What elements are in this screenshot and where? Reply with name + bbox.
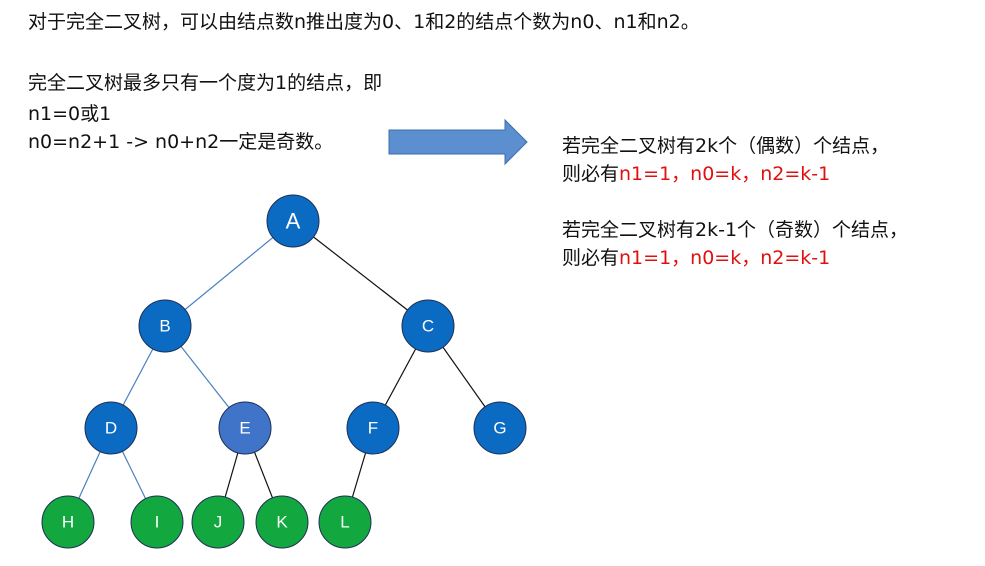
even-case-text: 若完全二叉树有2k个（偶数）个结点， [562, 135, 890, 157]
intro-text: 对于完全二叉树，可以由结点数n推出度为0、1和2的结点个数为n0、n1和n2。 [28, 11, 700, 33]
n0-formula: n0=n2+1 -> n0+n2一定是奇数。 [28, 131, 334, 153]
node-label: K [276, 513, 288, 532]
node-circle [401, 299, 455, 353]
right-arrow-shape [388, 118, 528, 166]
odd-case-prefix: 则必有 [562, 247, 620, 269]
tree-node-a: A [266, 194, 320, 248]
even-case-values: n1=1，n0=k，n2=k-1 [619, 163, 831, 185]
node-circle [84, 401, 138, 455]
node-circle [346, 401, 400, 455]
tree-node-g: G [473, 401, 527, 455]
node-circle [255, 495, 309, 549]
odd-case-text: 若完全二叉树有2k-1个（奇数）个结点， [562, 219, 909, 241]
node-label: B [159, 317, 170, 336]
node-circle [318, 495, 372, 549]
tree-node-d: D [84, 401, 138, 455]
tree-node-h: H [41, 495, 95, 549]
node-label: E [239, 419, 250, 438]
node-label: C [422, 317, 434, 336]
max-degree-one-text: 完全二叉树最多只有一个度为1的结点，即 [28, 72, 383, 94]
edge-a-c [292, 220, 429, 327]
odd-case-values: n1=1，n0=k，n2=k-1 [619, 247, 831, 269]
n1-formula: n1=0或1 [28, 103, 112, 125]
node-circle [41, 495, 95, 549]
node-label: L [340, 513, 349, 532]
tree-node-k: K [255, 495, 309, 549]
edge-a-b [164, 220, 294, 327]
node-label: I [155, 513, 160, 532]
node-circle [191, 495, 245, 549]
tree-edges [67, 220, 501, 523]
tree-node-c: C [401, 299, 455, 353]
node-label: G [493, 419, 506, 438]
odd-case-result: 则必有n1=1，n0=k，n2=k-1 [562, 246, 830, 270]
node-circle [138, 299, 192, 353]
node-label: H [62, 513, 74, 532]
tree-node-l: L [318, 495, 372, 549]
node-circle [266, 194, 320, 248]
tree-node-i: I [130, 495, 184, 549]
tree-node-b: B [138, 299, 192, 353]
node-circle [130, 495, 184, 549]
even-case-result: 则必有n1=1，n0=k，n2=k-1 [562, 162, 830, 186]
tree-node-f: F [346, 401, 400, 455]
tree-node-j: J [191, 495, 245, 549]
node-circle [218, 401, 272, 455]
node-label: D [105, 419, 117, 438]
node-label: A [286, 209, 301, 234]
even-case-prefix: 则必有 [562, 163, 620, 185]
node-label: J [214, 513, 223, 532]
node-circle [473, 401, 527, 455]
tree-nodes: A B C D E F G H I J K L [41, 194, 527, 549]
tree-node-e: E [218, 401, 272, 455]
node-label: F [368, 419, 378, 438]
